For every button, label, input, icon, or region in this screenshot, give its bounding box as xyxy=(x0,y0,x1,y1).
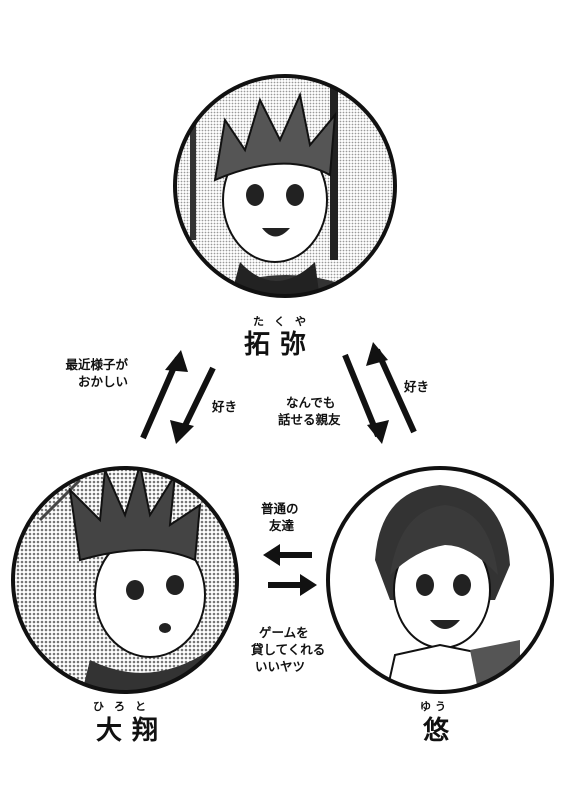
name-hiroto: 大翔 xyxy=(96,716,169,746)
arrowhead-hiroto-to-yuu xyxy=(300,574,317,596)
arrowhead-takuya-to-hiroto xyxy=(170,420,194,444)
label-takuya-to-yuu: なんでも 話せる親友 xyxy=(278,395,341,427)
label-yuu-to-hiroto: 普通の 友達 xyxy=(261,501,299,533)
ruby-yuu: ゆう xyxy=(420,700,450,713)
portrait-yuu xyxy=(328,468,552,692)
label-takuya-to-hiroto: 最近様子が おかしい xyxy=(65,357,129,389)
arrowhead-hiroto-to-takuya xyxy=(165,350,188,372)
portrait-frame-takuya xyxy=(173,74,397,298)
label-hiroto-to-yuu: ゲームを 貸してくれる いいヤツ xyxy=(251,625,326,674)
name-yuu: 悠 xyxy=(423,716,460,746)
arrowhead-takuya-to-yuu xyxy=(367,420,389,444)
portrait-hiroto xyxy=(13,468,237,692)
arrow-hiroto-to-takuya xyxy=(140,356,181,440)
arrow-takuya-to-yuu xyxy=(342,353,381,438)
portrait-takuya xyxy=(175,76,395,296)
portrait-frame-yuu xyxy=(326,466,554,694)
ruby-hiroto: ひろと xyxy=(93,700,156,713)
arrowhead-yuu-to-takuya xyxy=(366,342,388,366)
label-hiroto-to-takuya: 好き xyxy=(212,399,238,414)
arrowhead-yuu-to-hiroto xyxy=(263,544,280,566)
ruby-takuya: たくや xyxy=(253,315,316,328)
portrait-frame-hiroto xyxy=(11,466,239,694)
arrow-yuu-to-takuya xyxy=(374,348,417,434)
label-yuu-to-takuya: 好き xyxy=(404,379,430,394)
name-takuya: 拓弥 xyxy=(244,330,317,360)
